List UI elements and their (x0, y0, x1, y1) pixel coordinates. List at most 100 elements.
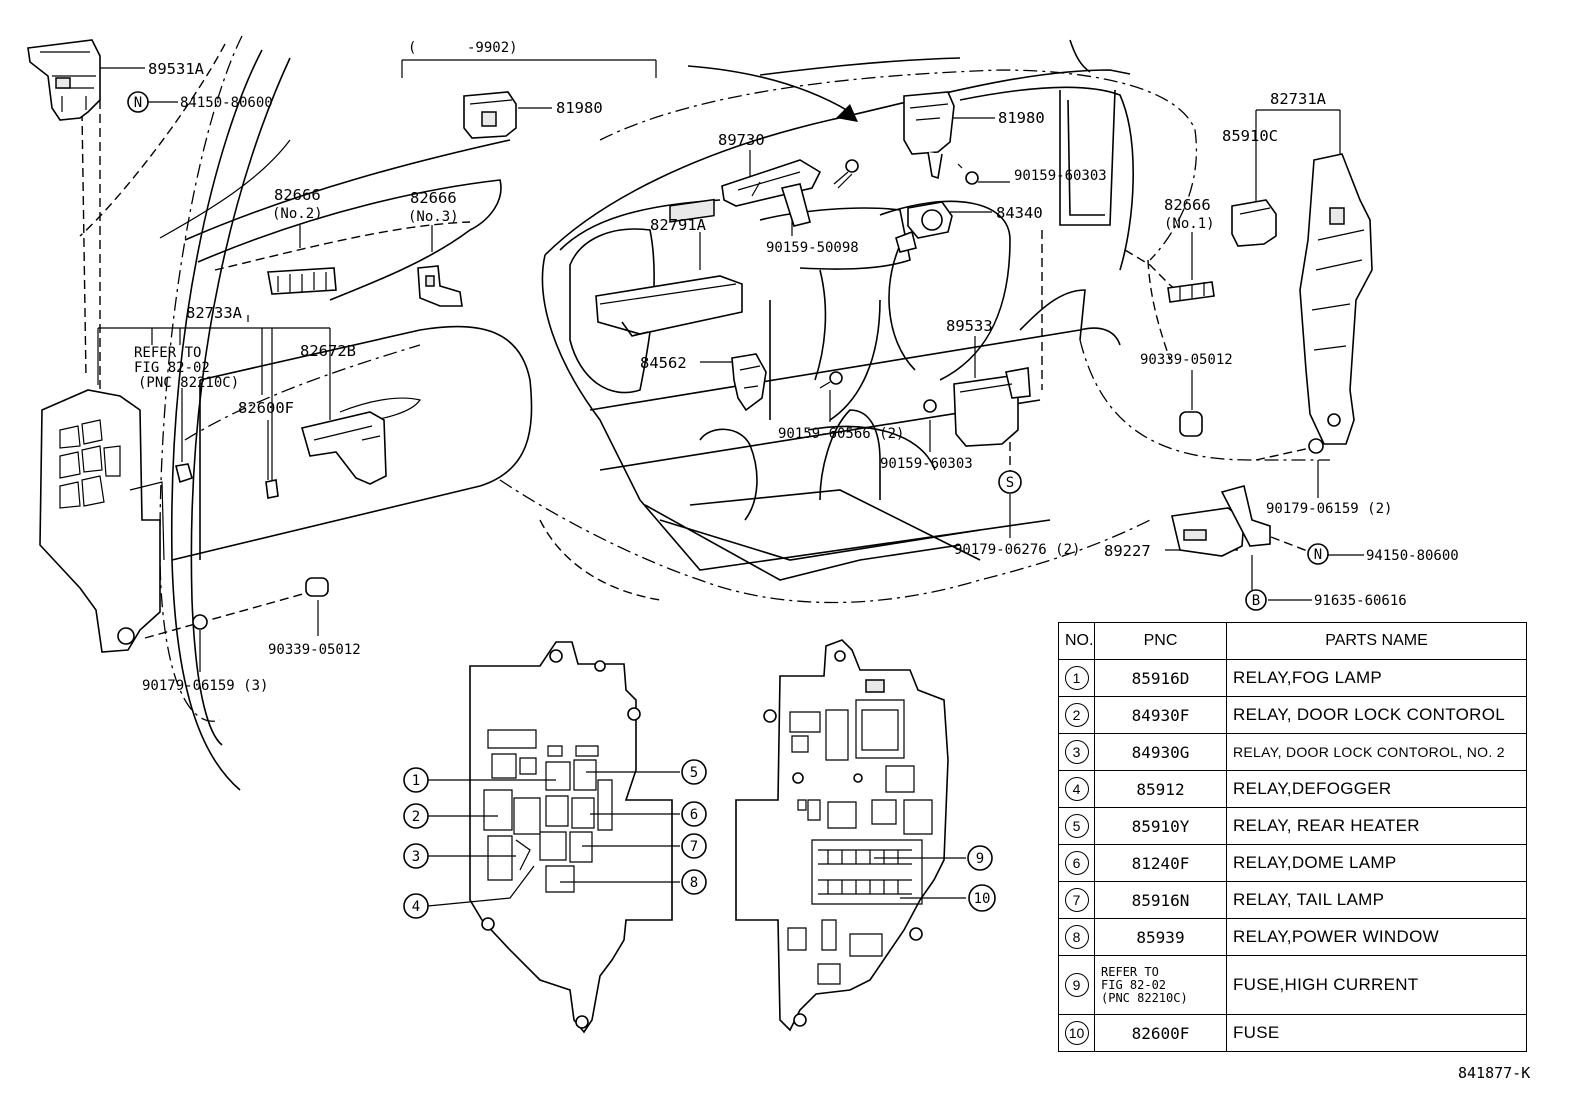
bolt-90159-60303-a (957, 163, 979, 185)
header-parts-name: PARTS NAME (1226, 622, 1527, 660)
marker-n-left: N (127, 91, 149, 113)
label-82666-no2: 82666 (274, 186, 321, 204)
row-pnc: 84930G (1094, 733, 1227, 771)
row-number: 5 (1064, 814, 1089, 838)
table-row: 4 85912 RELAY,DEFOGGER (1058, 770, 1527, 808)
row-number: 10 (1064, 1021, 1089, 1045)
callout-10: 10 (968, 884, 996, 912)
label-82666-no2-sub: (No.2) (272, 206, 323, 222)
part-82731A (1299, 153, 1373, 445)
part-81980-center (903, 91, 955, 180)
label-90179-06276: 90179-06276 (2) (954, 542, 1080, 558)
row-parts-name: RELAY,DOME LAMP (1226, 844, 1527, 882)
part-89531A (27, 39, 101, 121)
row-number: 2 (1064, 703, 1089, 727)
catalog-code: 841877-K (1458, 1064, 1531, 1082)
table-row: 9 REFER TO FIG 82-02 (PNC 82210C) FUSE,H… (1058, 955, 1527, 1015)
row-pnc: 85912 (1094, 770, 1227, 808)
spacer-90339-05012-left (305, 577, 329, 597)
svg-text:5: 5 (690, 765, 698, 781)
spacer-90339-05012-right (1179, 411, 1203, 437)
svg-text:3: 3 (412, 849, 420, 865)
label-90159-60303-upper: 90159-60303 (1014, 168, 1107, 184)
callout-6: 6 (681, 801, 707, 827)
part-82791A (595, 198, 743, 337)
label-90159-60303-lower: 90159-60303 (880, 456, 973, 472)
table-row: 1 85916D RELAY,FOG LAMP (1058, 659, 1527, 697)
parts-table: NO. PNC PARTS NAME 1 85916D RELAY,FOG LA… (1058, 622, 1527, 1052)
part-85910C (1231, 199, 1277, 247)
svg-text:9: 9 (976, 851, 984, 867)
row-pnc: 85916N (1094, 881, 1227, 919)
table-row: 8 85939 RELAY,POWER WINDOW (1058, 918, 1527, 956)
label-89533: 89533 (946, 317, 993, 335)
label-81980-upper: 81980 (556, 99, 603, 117)
clip-82210C (175, 463, 193, 484)
label-90339-05012-left: 90339-05012 (268, 642, 361, 658)
label-82666-no3: 82666 (410, 189, 457, 207)
label-refer-line-3: (PNC 82210C) (138, 375, 239, 391)
row-parts-name: RELAY, DOOR LOCK CONTOROL, NO. 2 (1226, 733, 1527, 771)
header-no: NO. (1058, 622, 1095, 660)
label-82666-no3-sub: (No.3) (408, 209, 459, 225)
fuse-82600F (265, 479, 279, 499)
svg-text:N: N (1314, 547, 1322, 563)
row-number: 4 (1064, 777, 1089, 801)
label-90159-50098: 90159-50098 (766, 240, 859, 256)
label-94150-80600: 94150-80600 (1366, 548, 1459, 564)
nut-90179-06159-left (192, 614, 208, 630)
row-number: 9 (1064, 973, 1089, 997)
row-pnc: 82600F (1094, 1014, 1227, 1052)
label-90159-60566: 90159-60566 (2) (778, 426, 904, 442)
label-85910C: 85910C (1222, 127, 1278, 145)
svg-text:6: 6 (690, 807, 698, 823)
part-84562 (731, 353, 767, 412)
svg-text:4: 4 (412, 899, 420, 915)
part-junction-block-left (39, 389, 165, 653)
label-90339-05012-right: 90339-05012 (1140, 352, 1233, 368)
label-91635-60616: 91635-60616 (1314, 593, 1407, 609)
junction-block-front (469, 641, 673, 1034)
nut-90179-06159-right (1308, 438, 1324, 454)
row-parts-name: RELAY, DOOR LOCK CONTOROL (1226, 696, 1527, 734)
row-parts-name: RELAY,DEFOGGER (1226, 770, 1527, 808)
label-82791A: 82791A (650, 216, 707, 234)
label-84150-80600: 84150-80600 (180, 95, 273, 111)
row-number: 3 (1064, 740, 1089, 764)
part-82666-no3 (417, 265, 463, 307)
label-refer-line-2: FIG 82-02 (134, 360, 210, 376)
table-row: 10 82600F FUSE (1058, 1014, 1527, 1052)
header-pnc: PNC (1094, 622, 1227, 660)
callout-7: 7 (681, 833, 707, 859)
label-84340: 84340 (996, 204, 1043, 222)
row-number: 6 (1064, 851, 1089, 875)
row-parts-name: RELAY,POWER WINDOW (1226, 918, 1527, 956)
part-84340 (895, 201, 953, 253)
label-89531A: 89531A (148, 60, 205, 78)
row-number: 7 (1064, 888, 1089, 912)
label-bracket-9902: ( -9902) (408, 40, 518, 56)
label-89227: 89227 (1104, 542, 1151, 560)
table-header-row: NO. PNC PARTS NAME (1058, 622, 1527, 660)
callout-5: 5 (681, 759, 707, 785)
callout-8: 8 (681, 869, 707, 895)
callout-4: 4 (403, 893, 429, 919)
table-row: 5 85910Y RELAY, REAR HEATER (1058, 807, 1527, 845)
row-pnc: 81240F (1094, 844, 1227, 882)
row-parts-name: RELAY, REAR HEATER (1226, 807, 1527, 845)
label-84562: 84562 (640, 354, 687, 372)
row-parts-name: FUSE,HIGH CURRENT (1226, 955, 1527, 1015)
table-row: 3 84930G RELAY, DOOR LOCK CONTOROL, NO. … (1058, 733, 1527, 771)
bolt-90159-50098 (833, 159, 859, 189)
label-82600F: 82600F (238, 399, 294, 417)
label-82666-no1: 82666 (1164, 196, 1211, 214)
bolt-90159-60566 (819, 371, 843, 389)
svg-text:S: S (1006, 475, 1014, 491)
svg-text:2: 2 (412, 809, 420, 825)
nut-90159-60303-b (923, 399, 937, 413)
part-82666-no2 (267, 267, 337, 295)
svg-text:10: 10 (974, 891, 991, 907)
part-89533 (953, 367, 1031, 447)
svg-text:N: N (134, 95, 142, 111)
